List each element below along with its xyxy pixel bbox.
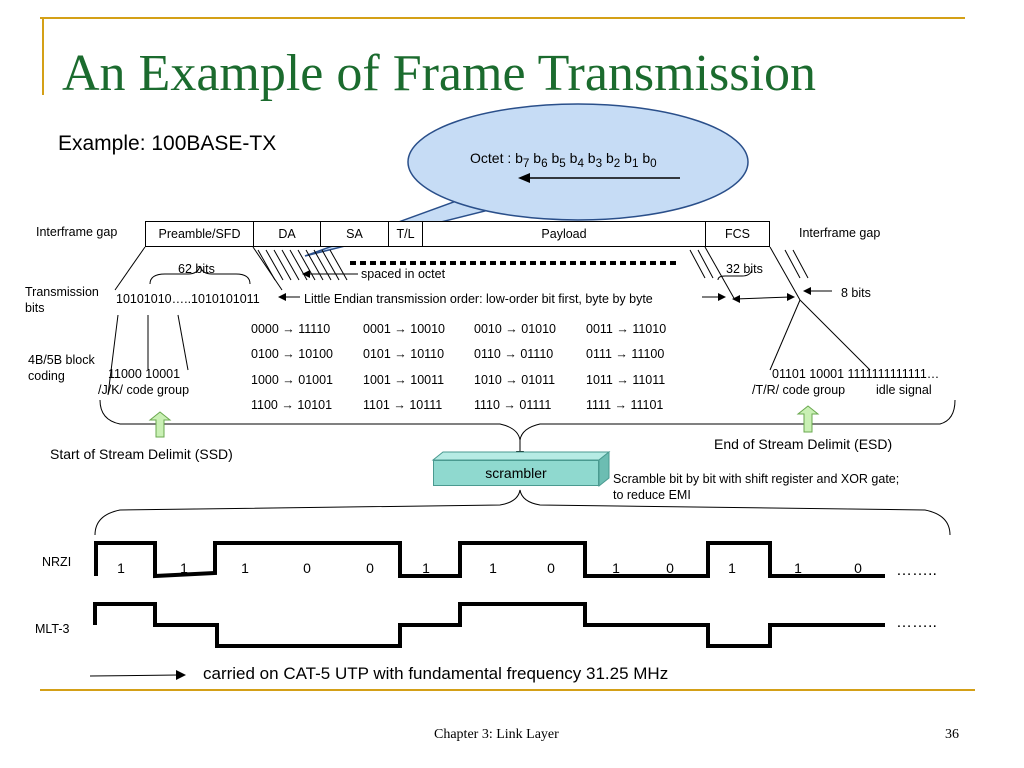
sub-6: 6	[541, 156, 548, 170]
block-coding-label: 4B/5B block coding	[28, 353, 95, 383]
nrzi-waveform	[94, 541, 885, 579]
cat5-arrow-head	[176, 670, 186, 680]
field-payload: Payload	[423, 221, 706, 247]
mlt3-waveform	[93, 602, 885, 648]
code-cell: 0011 → 11010	[586, 322, 667, 336]
slide-title: An Example of Frame Transmission	[62, 45, 816, 102]
sub-7: 7	[522, 156, 530, 170]
esd-up-arrow	[796, 405, 820, 433]
bit-value: 0	[666, 560, 674, 576]
transmission-bits-label: Transmission bits	[25, 285, 99, 315]
scrambler-top	[431, 451, 611, 461]
code-cell: 0110 → 01110	[474, 347, 554, 361]
bit-value: 1	[489, 560, 497, 576]
code-cell: 1101 → 10111	[363, 398, 443, 412]
field-tl: T/L	[389, 221, 423, 247]
idle-label: idle signal	[876, 383, 932, 397]
esd-label: End of Stream Delimit (ESD)	[714, 436, 893, 452]
code-cell: 1111 → 11101	[586, 398, 664, 412]
frame-fan-lines	[107, 246, 871, 396]
brace-32	[717, 269, 753, 281]
interframe-gap-left: Interframe gap	[36, 225, 118, 239]
sub-5: 5	[559, 156, 566, 170]
tr-label: /T/R/ code group	[752, 383, 846, 397]
code-cell: 0000 → 11110	[251, 322, 331, 336]
nrzi-label: NRZI	[42, 555, 72, 569]
preamble-bits: 10101010…..1010101011	[116, 292, 260, 306]
footer-chapter: Chapter 3: Link Layer	[434, 727, 559, 742]
ssd-label: Start of Stream Delimit (SSD)	[50, 446, 233, 462]
bits-8-label: 8 bits	[841, 286, 871, 300]
page-number: 36	[945, 727, 959, 742]
bit-value: 1	[117, 560, 125, 576]
cat5-arrow-line	[89, 674, 179, 677]
field-preamble: Preamble/SFD	[145, 221, 254, 247]
field-fcs: FCS	[706, 221, 770, 247]
mlt3-label: MLT-3	[35, 622, 70, 636]
octet-prefix: Octet : b	[470, 150, 523, 166]
octet-label: Octet : b7 b6 b5 b4 b3 b2 b1 b0	[470, 150, 657, 170]
bit-value: 0	[854, 560, 862, 576]
sub-4: 4	[577, 156, 584, 170]
code-cell: 1011 → 11011	[586, 373, 666, 387]
code-cell: 1010 → 01011	[474, 373, 556, 387]
sub-3: 3	[595, 156, 603, 170]
field-sa: SA	[321, 221, 389, 247]
field-da: DA	[254, 221, 321, 247]
cat5-caption: carried on CAT-5 UTP with fundamental fr…	[203, 664, 669, 683]
spaced-label: spaced in octet	[361, 267, 446, 281]
code-cell: 0001 → 10010	[363, 322, 446, 336]
code-cell: 1000 → 01001	[251, 373, 334, 387]
brace-scramble	[94, 489, 951, 536]
code-cell: 0101 → 10110	[363, 347, 445, 361]
code-cell: 0111 → 11100	[586, 347, 665, 361]
code-cell: 0010 → 01010	[474, 322, 557, 336]
sub-1: 1	[631, 156, 639, 170]
scrambler-box: scrambler	[433, 460, 599, 486]
scrambler-side	[598, 450, 610, 488]
sub-0: 0	[650, 156, 657, 170]
sub-2: 2	[613, 156, 621, 170]
bits-32-label: 32 bits	[726, 262, 763, 276]
interframe-gap-right: Interframe gap	[799, 226, 881, 240]
code-cell: 0100 → 10100	[251, 347, 334, 361]
ssd-up-arrow	[148, 411, 172, 438]
little-endian-arrows	[278, 287, 832, 303]
nrzi-ellipsis: ……..	[896, 562, 937, 579]
mlt3-ellipsis: ……..	[896, 614, 937, 631]
bit-value: 1	[794, 560, 802, 576]
brace-62	[149, 265, 251, 285]
bit-value: 1	[422, 560, 430, 576]
jk-label: /J/K/ code group	[98, 383, 190, 397]
slide-subtitle: Example: 100BASE-TX	[58, 132, 277, 155]
callout-arrowhead	[518, 173, 530, 183]
jk-bits: 11000 10001	[108, 367, 181, 381]
code-cell: 1100 → 10101	[251, 398, 333, 412]
bit-value: 0	[366, 560, 374, 576]
bit-value: 1	[180, 560, 188, 576]
bit-value: 0	[547, 560, 555, 576]
little-endian-label: Little Endian transmission order: low-or…	[304, 292, 653, 306]
bit-value: 1	[728, 560, 736, 576]
bits-62-label: 62 bits	[178, 262, 215, 276]
tr-bits: 01101 10001 1111111111111…	[772, 367, 940, 381]
bit-value: 0	[303, 560, 311, 576]
code-cell: 1110 → 01111	[474, 398, 552, 412]
scramble-description: Scramble bit by bit with shift register …	[613, 472, 900, 502]
spaced-arrow	[302, 270, 358, 278]
callout-ellipse	[407, 103, 749, 221]
code-cell: 1001 → 10011	[363, 373, 445, 387]
bit-value: 1	[612, 560, 620, 576]
bit-value: 1	[241, 560, 249, 576]
